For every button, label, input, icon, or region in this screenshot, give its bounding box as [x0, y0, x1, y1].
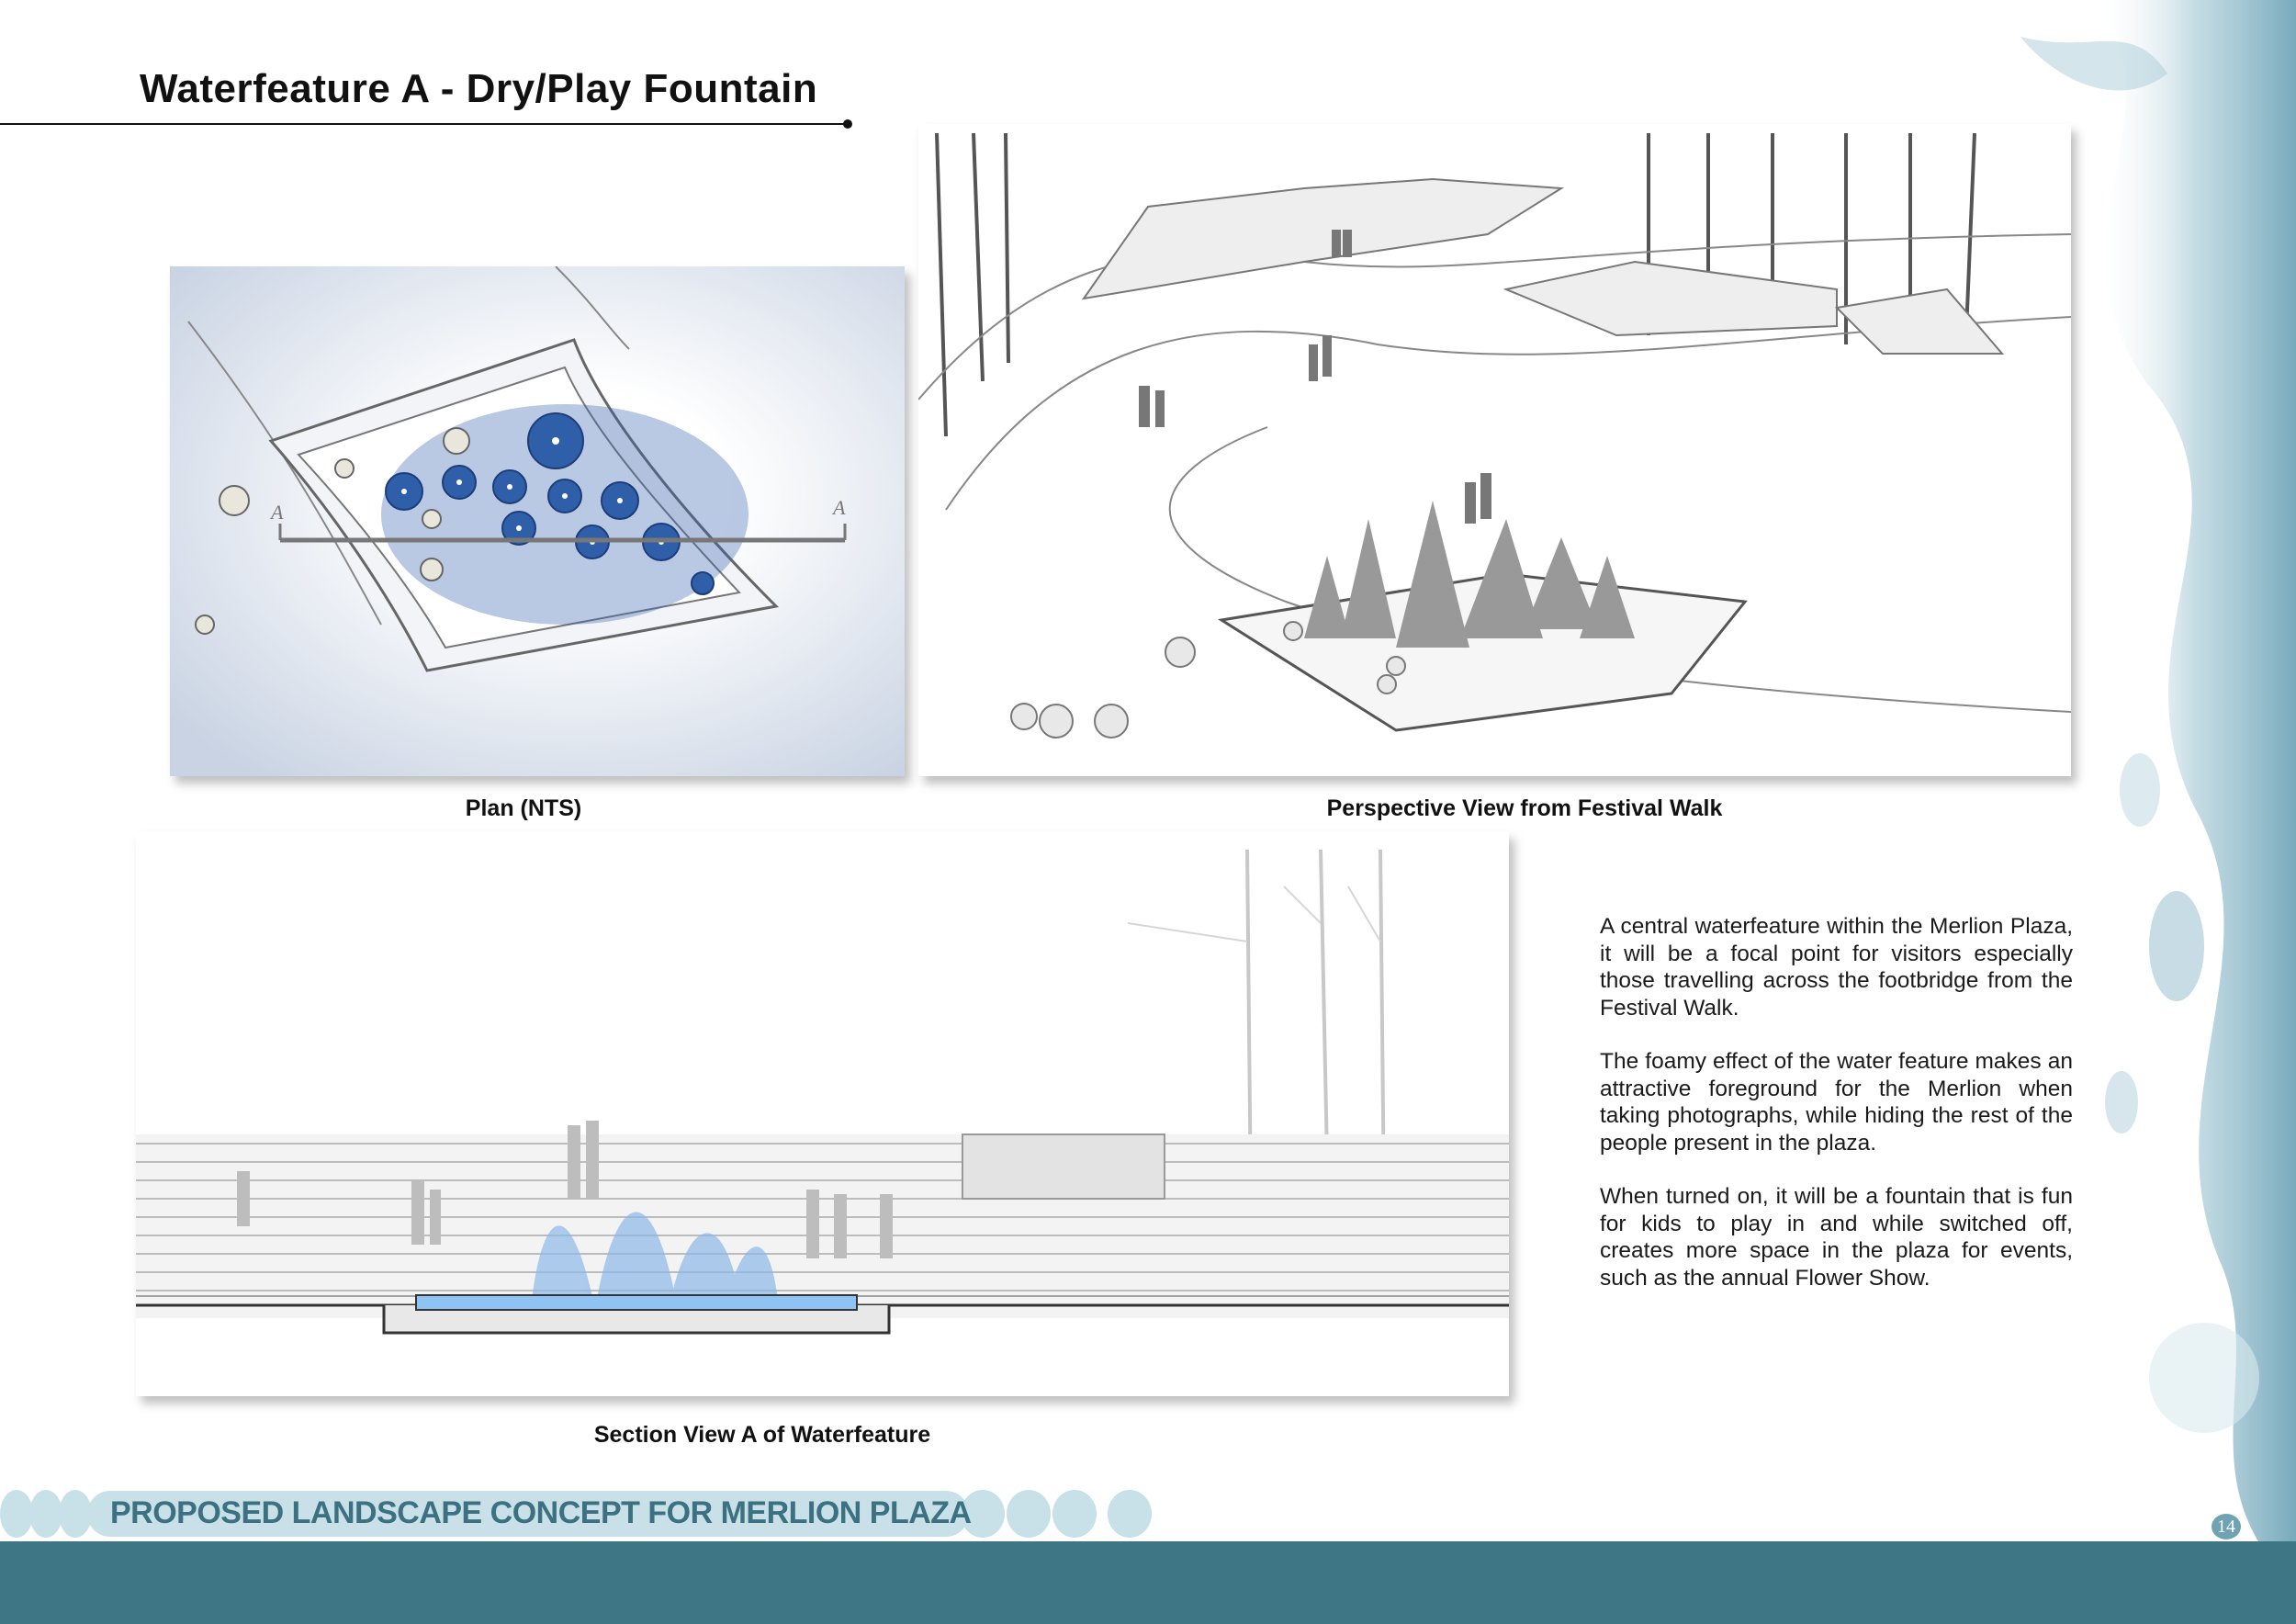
fountain-sprays	[1304, 501, 1635, 648]
title-underline-dot	[843, 119, 852, 129]
description-paragraph-3: When turned on, it will be a fountain th…	[1600, 1184, 2073, 1291]
description-text: A central waterfeature within the Merlio…	[1600, 913, 2073, 1318]
title-underline	[0, 123, 850, 125]
section-marker-left: A	[269, 501, 284, 524]
footer-title: PROPOSED LANDSCAPE CONCEPT FOR MERLION P…	[110, 1495, 972, 1530]
description-paragraph-2: The foamy effect of the water feature ma…	[1600, 1049, 2073, 1156]
perspective-drawing	[918, 124, 2071, 776]
page-number-badge: 14	[2212, 1514, 2241, 1539]
plan-figure: A A	[170, 266, 905, 776]
plan-drawing: A A	[170, 266, 905, 776]
section-marker-right: A	[831, 496, 846, 519]
perspective-figure	[918, 124, 2071, 776]
footer-band	[0, 1541, 2296, 1624]
page-title: Waterfeature A - Dry/Play Fountain	[140, 66, 818, 111]
water-jets	[531, 1212, 779, 1309]
water-splash-decoration	[2020, 0, 2296, 1543]
section-caption: Section View A of Waterfeature	[593, 1422, 931, 1448]
footer-bubbles-decoration	[0, 1490, 1152, 1538]
plan-caption: Plan (NTS)	[465, 795, 582, 821]
section-figure	[136, 831, 1509, 1396]
section-drawing	[136, 831, 1509, 1396]
perspective-caption: Perspective View from Festival Walk	[1326, 795, 1723, 821]
description-paragraph-1: A central waterfeature within the Merlio…	[1600, 914, 2073, 1021]
